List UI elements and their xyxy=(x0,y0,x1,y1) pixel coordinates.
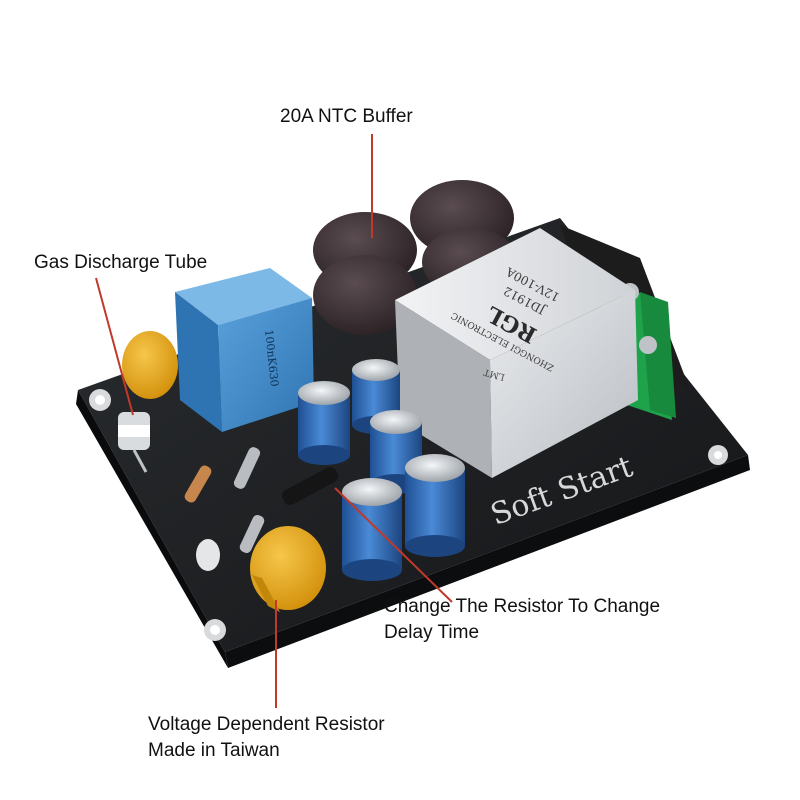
callout-varistor-line2: Made in Taiwan xyxy=(148,740,280,761)
capacitor-marking: 100nK630 xyxy=(262,329,281,387)
electrolytic-capacitor xyxy=(342,478,402,581)
callout-gas-discharge-tube: Gas Discharge Tube xyxy=(34,250,207,276)
relay: RGL ZHONGGI ELECTRONIC JD1912 12V-100A L… xyxy=(395,228,638,478)
electrolytic-capacitors xyxy=(298,359,465,581)
gas-discharge-tube xyxy=(118,412,150,473)
electrolytic-capacitor xyxy=(298,381,350,465)
varistor-large xyxy=(250,526,326,612)
callout-lines xyxy=(95,134,453,708)
callout-ntc-buffer: 20A NTC Buffer xyxy=(280,104,413,130)
varistor-small xyxy=(122,331,178,399)
film-capacitor: 100nK630 xyxy=(175,268,314,432)
callout-resistor-line2: Delay Time xyxy=(384,622,480,643)
electrolytic-capacitor xyxy=(405,454,465,557)
callout-ntc-text: 20A NTC Buffer xyxy=(280,106,413,127)
small-components xyxy=(184,447,339,571)
callout-varistor-line1: Voltage Dependent Resistor xyxy=(148,714,385,735)
callout-gas-tube-text: Gas Discharge Tube xyxy=(34,252,208,273)
mounting-holes xyxy=(89,389,728,641)
callout-delay-resistor: Change The Resistor To Change Delay Time xyxy=(384,594,660,646)
callout-line-resistor xyxy=(334,487,453,603)
ntc-thermistors xyxy=(313,180,518,335)
callout-voltage-dependent-resistor: Voltage Dependent Resistor Made in Taiwa… xyxy=(148,712,385,764)
callout-resistor-line1: Change The Resistor To Change xyxy=(384,596,661,617)
callout-line-gas-tube xyxy=(95,277,134,416)
